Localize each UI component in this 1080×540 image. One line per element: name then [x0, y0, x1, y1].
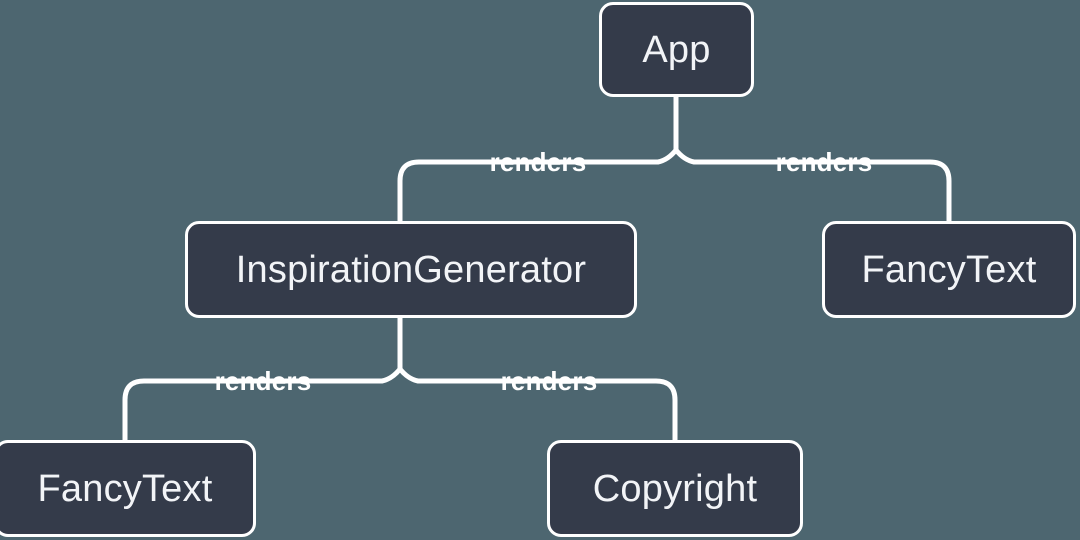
node-inspiration-generator[interactable]: InspirationGenerator: [185, 221, 637, 318]
edge-label-app-to-inspiration-generator: renders: [489, 147, 587, 177]
node-copyright[interactable]: Copyright: [547, 440, 803, 537]
node-fancytext-right[interactable]: FancyText: [822, 221, 1076, 318]
node-fancytext-right-label: FancyText: [861, 248, 1037, 291]
node-inspiration-generator-label: InspirationGenerator: [235, 248, 587, 291]
node-app[interactable]: App: [599, 2, 754, 97]
node-fancytext-left-label: FancyText: [37, 467, 213, 510]
edge-label-app-to-fancytext-right: renders: [775, 147, 873, 177]
node-app-label: App: [642, 28, 711, 71]
node-fancytext-left[interactable]: FancyText: [0, 440, 256, 537]
edge-label-inspiration-generator-to-copyright: renders: [500, 366, 598, 396]
edge-label-inspiration-generator-to-fancytext-left: renders: [214, 366, 312, 396]
node-copyright-label: Copyright: [592, 467, 758, 510]
